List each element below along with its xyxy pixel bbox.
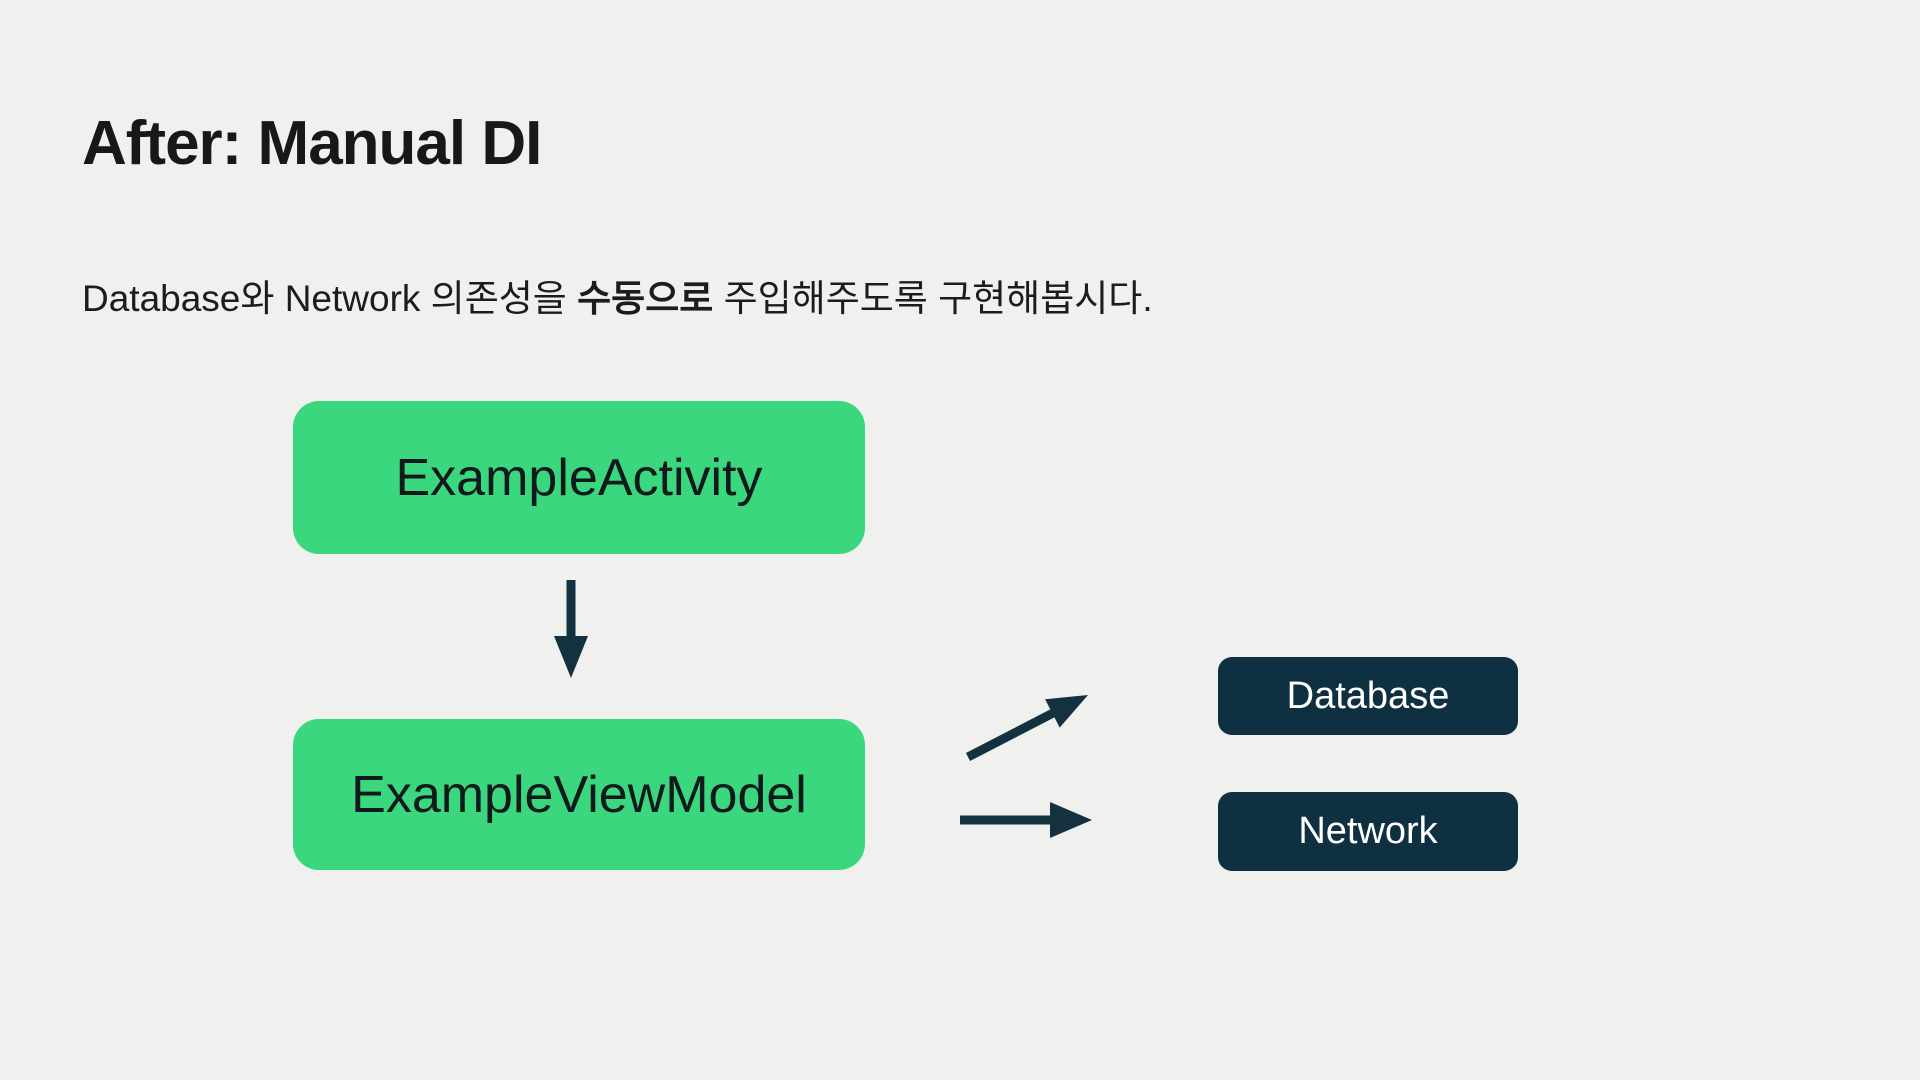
subtitle-text-start: Database와 Network 의존성을 xyxy=(82,278,578,319)
example-activity-node: ExampleActivity xyxy=(293,401,865,554)
arrow-up-right-icon xyxy=(965,695,1088,761)
example-viewmodel-label: ExampleViewModel xyxy=(351,765,807,824)
database-label: Database xyxy=(1286,674,1450,717)
arrow-right-icon xyxy=(960,802,1092,838)
example-viewmodel-node: ExampleViewModel xyxy=(293,719,865,870)
subtitle-text-end: 주입해주도록 구현해봅시다. xyxy=(713,278,1153,319)
database-node: Database xyxy=(1218,657,1518,735)
arrow-down-icon xyxy=(554,580,588,678)
subtitle: Database와 Network 의존성을 수동으로 주입해주도록 구현해봅시… xyxy=(82,268,1153,322)
page-title: After: Manual DI xyxy=(82,109,542,178)
network-label: Network xyxy=(1298,810,1438,852)
network-node: Network xyxy=(1218,792,1518,871)
example-activity-label: ExampleActivity xyxy=(395,448,763,507)
subtitle-bold-text: 수동으로 xyxy=(577,278,714,319)
